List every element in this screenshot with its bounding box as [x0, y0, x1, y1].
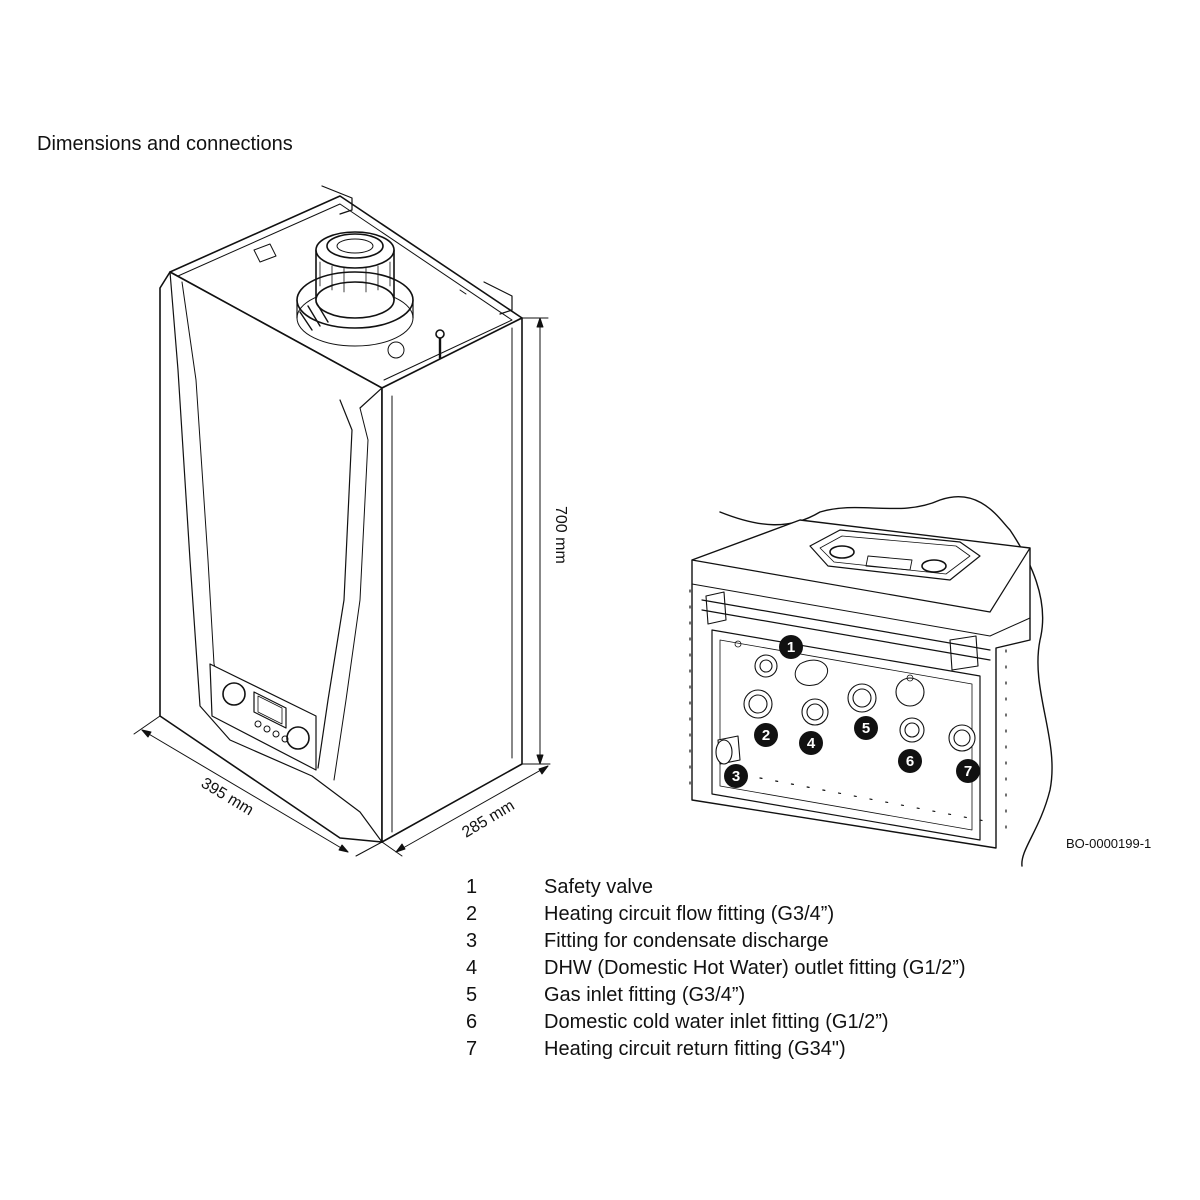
- callout-2: 2: [754, 723, 778, 747]
- legend-number: 6: [466, 1011, 478, 1033]
- legend-text: Gas inlet fitting (G3/4”): [544, 984, 746, 1006]
- legend-number: 4: [466, 957, 478, 979]
- height-dimension: 700 mm: [552, 506, 569, 564]
- svg-text:3: 3: [732, 768, 740, 785]
- legend-number: 2: [466, 903, 478, 925]
- diagram-title: Dimensions and connections: [37, 133, 293, 155]
- boiler-body: [159, 185, 523, 843]
- callout-badges: 1 2 3 4 5 6 7: [724, 635, 980, 788]
- legend-text: Heating circuit return fitting (G34"): [544, 1038, 846, 1060]
- reference-code: BO-0000199-1: [1066, 836, 1152, 851]
- legend-row: 7 Heating circuit return fitting (G34"): [466, 1036, 966, 1063]
- legend-text: Fitting for condensate discharge: [544, 930, 829, 952]
- svg-text:4: 4: [807, 735, 816, 752]
- svg-text:2: 2: [762, 727, 770, 744]
- callout-1: 1: [779, 635, 803, 659]
- callout-5: 5: [854, 716, 878, 740]
- width-dimension: 395 mm: [198, 775, 256, 819]
- legend-number: 5: [466, 984, 478, 1006]
- legend-text: Domestic cold water inlet fitting (G1/2”…: [544, 1011, 889, 1033]
- dimension-lines: [133, 317, 551, 857]
- depth-dimension: 285 mm: [459, 797, 517, 841]
- svg-text:7: 7: [964, 763, 972, 780]
- legend-row: 3 Fitting for condensate discharge: [466, 928, 966, 955]
- legend-text: DHW (Domestic Hot Water) outlet fitting …: [544, 957, 966, 979]
- legend-row: 6 Domestic cold water inlet fitting (G1/2…: [466, 1009, 966, 1036]
- callout-4: 4: [799, 731, 823, 755]
- legend-number: 3: [466, 930, 478, 952]
- legend: 1 Safety valve 2 Heating circuit flow fitt…: [466, 874, 966, 1063]
- callout-3: 3: [724, 764, 748, 788]
- callout-7: 7: [956, 759, 980, 783]
- legend-row: 5 Gas inlet fitting (G3/4”): [466, 982, 966, 1009]
- callout-6: 6: [898, 749, 922, 773]
- legend-number: 1: [466, 876, 478, 898]
- legend-number: 7: [466, 1038, 478, 1060]
- legend-row: 2 Heating circuit flow fitting (G3/4”): [466, 901, 966, 928]
- legend-text: Heating circuit flow fitting (G3/4”): [544, 903, 835, 925]
- svg-text:5: 5: [862, 720, 870, 737]
- legend-text: Safety valve: [544, 876, 653, 898]
- legend-row: 4 DHW (Domestic Hot Water) outlet fitting…: [466, 955, 966, 982]
- svg-text:6: 6: [906, 753, 914, 770]
- legend-row: 1 Safety valve: [466, 874, 966, 901]
- connections-detail: [689, 496, 1053, 867]
- svg-text:1: 1: [787, 639, 795, 656]
